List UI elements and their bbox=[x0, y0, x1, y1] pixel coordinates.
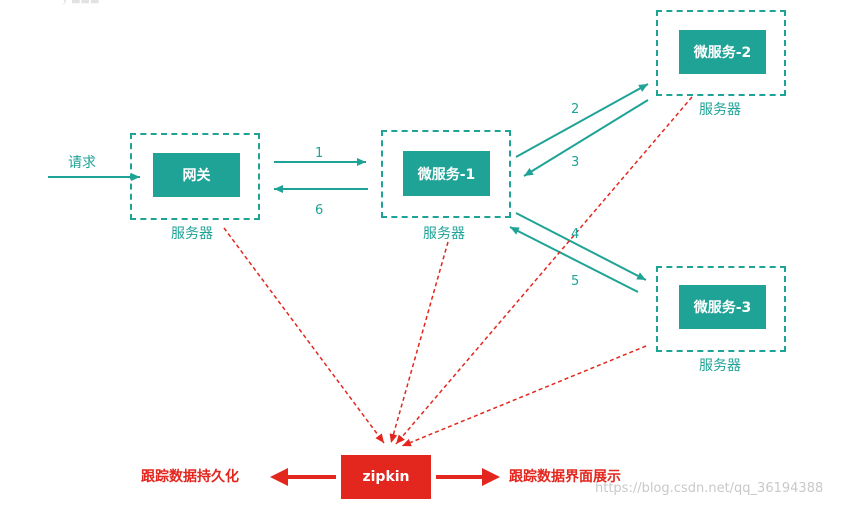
arrow-3 bbox=[523, 99, 649, 177]
arrow-4 bbox=[515, 212, 647, 281]
gateway-server-caption: 服务器 bbox=[171, 226, 213, 242]
arrow-label-3: 3 bbox=[571, 155, 580, 170]
trace-line-gateway bbox=[223, 227, 385, 444]
ms2-box: 微服务-2 bbox=[679, 30, 766, 74]
trace-line-ms3 bbox=[401, 345, 647, 447]
arrow-5 bbox=[509, 226, 639, 293]
arrow-label-6: 6 bbox=[315, 203, 324, 218]
arrow-label-1: 1 bbox=[315, 146, 324, 161]
ms2-server-caption: 服务器 bbox=[699, 102, 741, 118]
ms1-server-caption: 服务器 bbox=[423, 226, 465, 242]
faint-header-text: y ■■■ bbox=[62, 0, 99, 5]
left-arrow-head bbox=[270, 468, 288, 486]
ms3-server-frame bbox=[656, 266, 786, 352]
ms3-box: 微服务-3 bbox=[679, 285, 766, 329]
arrow-label-4: 4 bbox=[571, 227, 580, 242]
ms3-server-caption: 服务器 bbox=[699, 358, 741, 374]
arrow-2 bbox=[515, 83, 649, 158]
ms1-box: 微服务-1 bbox=[403, 151, 490, 196]
gateway-server-frame bbox=[130, 133, 260, 220]
ms1-server-frame bbox=[381, 130, 511, 218]
trace-line-ms1 bbox=[389, 241, 449, 444]
watermark-text: https://blog.csdn.net/qq_36194388 bbox=[595, 481, 824, 496]
ms2-server-frame bbox=[656, 10, 786, 96]
request-label: 请求 bbox=[68, 155, 96, 171]
zipkin-box: zipkin bbox=[341, 455, 431, 499]
right-arrow-head bbox=[482, 468, 500, 486]
arrow-label-2: 2 bbox=[571, 102, 580, 117]
persistence-label: 跟踪数据持久化 bbox=[141, 469, 239, 485]
gateway-box: 网关 bbox=[153, 153, 240, 197]
arrow-label-5: 5 bbox=[571, 274, 580, 289]
trace-line-ms2 bbox=[395, 96, 693, 445]
ui-display-label: 跟踪数据界面展示 bbox=[509, 469, 621, 485]
